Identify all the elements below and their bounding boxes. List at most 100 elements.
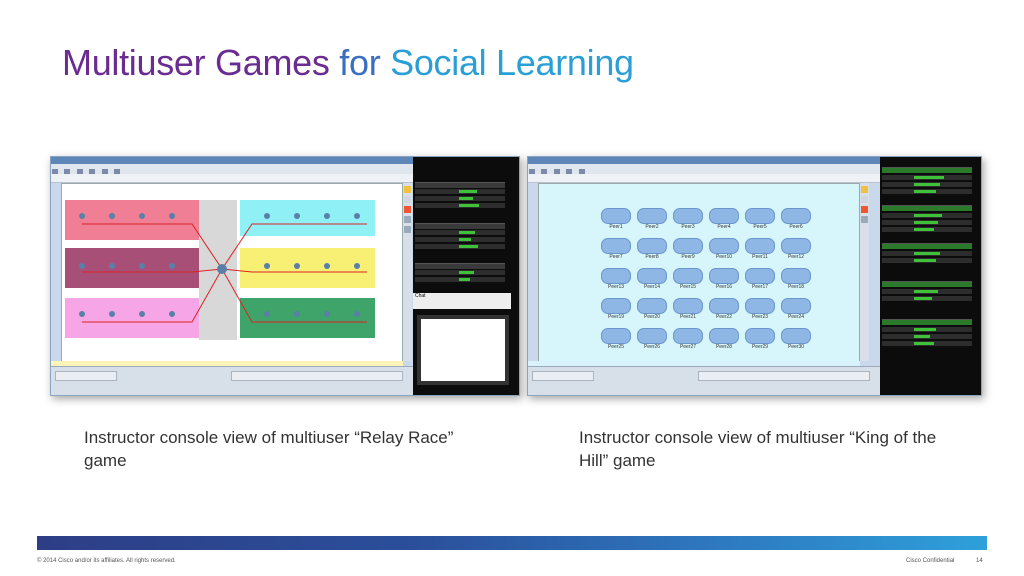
relay-race-screenshot: Chat bbox=[50, 156, 520, 396]
peer-cloud-icon[interactable] bbox=[601, 328, 631, 344]
select-tool-icon[interactable] bbox=[861, 186, 868, 193]
zoom-tool-icon[interactable] bbox=[404, 226, 411, 233]
device-bottom-bar bbox=[528, 366, 880, 395]
peer-label: Peer10 bbox=[715, 254, 733, 260]
caption-relay-race: Instructor console view of multiuser “Re… bbox=[84, 428, 454, 470]
peer-cloud-icon[interactable] bbox=[709, 328, 739, 344]
toolbar-icon bbox=[114, 169, 121, 175]
peer-cloud-icon[interactable] bbox=[745, 268, 775, 284]
peer-label: Peer8 bbox=[645, 254, 659, 260]
inspect-tool-icon[interactable] bbox=[404, 216, 411, 223]
peer-label: Peer7 bbox=[609, 254, 623, 260]
peer-cloud-icon[interactable] bbox=[673, 298, 703, 314]
peer-cloud-icon[interactable] bbox=[673, 268, 703, 284]
zone-cyan bbox=[240, 200, 375, 236]
toolbar-icon bbox=[578, 169, 585, 175]
peer-cloud-icon[interactable] bbox=[637, 298, 667, 314]
chat-label: Chat bbox=[413, 293, 511, 309]
team-status-panel bbox=[880, 157, 981, 395]
status-strip bbox=[51, 361, 403, 366]
move-tool-icon[interactable] bbox=[404, 196, 411, 203]
peer-label: Peer26 bbox=[643, 344, 661, 350]
logical-workspace bbox=[61, 183, 403, 363]
peer-cloud-icon[interactable] bbox=[673, 328, 703, 344]
peer-cloud-icon[interactable] bbox=[781, 208, 811, 224]
peer-label: Peer1 bbox=[609, 224, 623, 230]
device-category-bar[interactable] bbox=[532, 371, 594, 381]
peer-label: Peer15 bbox=[679, 284, 697, 290]
slide-title: Multiuser Games for Social Learning bbox=[62, 42, 634, 84]
peer-cloud-icon[interactable] bbox=[673, 238, 703, 254]
pdu-list-bar[interactable] bbox=[698, 371, 870, 381]
peer-label: Peer29 bbox=[751, 344, 769, 350]
peer-cloud-icon[interactable] bbox=[781, 268, 811, 284]
confidential-label: Cisco Confidential bbox=[906, 558, 955, 564]
inspect-tool-icon[interactable] bbox=[861, 216, 868, 223]
peer-label: Peer19 bbox=[607, 314, 625, 320]
peer-cloud-icon[interactable] bbox=[709, 268, 739, 284]
device-bottom-bar bbox=[51, 366, 413, 395]
peer-cloud-icon[interactable] bbox=[709, 238, 739, 254]
chat-box[interactable] bbox=[417, 315, 509, 385]
title-part-2: for bbox=[339, 42, 381, 83]
peer-cloud-icon[interactable] bbox=[709, 208, 739, 224]
peer-cloud-icon[interactable] bbox=[637, 208, 667, 224]
peer-label: Peer3 bbox=[681, 224, 695, 230]
toolbar-icon bbox=[566, 169, 573, 175]
peer-cloud-icon[interactable] bbox=[745, 208, 775, 224]
peer-cloud-icon[interactable] bbox=[781, 328, 811, 344]
delete-tool-icon[interactable] bbox=[404, 206, 411, 213]
peer-cloud-icon[interactable] bbox=[637, 268, 667, 284]
delete-tool-icon[interactable] bbox=[861, 206, 868, 213]
peer-cloud-icon[interactable] bbox=[709, 298, 739, 314]
peer-cloud-icon[interactable] bbox=[673, 208, 703, 224]
team-header bbox=[882, 205, 972, 211]
team-header bbox=[882, 281, 972, 287]
toolbar-icon bbox=[52, 169, 58, 175]
zone-yellow bbox=[240, 248, 375, 288]
network-devices bbox=[79, 213, 360, 317]
device-category-bar[interactable] bbox=[55, 371, 117, 381]
relay-topology bbox=[65, 200, 375, 340]
move-tool-icon[interactable] bbox=[861, 196, 868, 203]
peer-cloud-icon[interactable] bbox=[637, 238, 667, 254]
status-strip bbox=[528, 361, 860, 366]
pdu-list-bar[interactable] bbox=[231, 371, 403, 381]
peer-label: Peer9 bbox=[681, 254, 695, 260]
toolbar-icon bbox=[529, 169, 535, 175]
peer-cloud-icon[interactable] bbox=[601, 268, 631, 284]
team-status-panel: Chat bbox=[413, 157, 519, 395]
zone-magenta bbox=[65, 248, 199, 288]
logical-toolbar bbox=[528, 174, 981, 183]
peer-label: Peer21 bbox=[679, 314, 697, 320]
peer-label: Peer22 bbox=[715, 314, 733, 320]
peer-cloud-icon[interactable] bbox=[601, 208, 631, 224]
toolbar-icon bbox=[553, 169, 560, 175]
peer-label: Peer24 bbox=[787, 314, 805, 320]
peer-label: Peer30 bbox=[787, 344, 805, 350]
peer-cloud-icon[interactable] bbox=[781, 238, 811, 254]
peer-cloud-icon[interactable] bbox=[745, 328, 775, 344]
peer-cloud-icon[interactable] bbox=[781, 298, 811, 314]
select-tool-icon[interactable] bbox=[404, 186, 411, 193]
title-part-1: Multiuser Games bbox=[62, 42, 330, 83]
peer-cloud-icon[interactable] bbox=[745, 298, 775, 314]
tool-sidebar bbox=[403, 183, 412, 361]
team-header bbox=[882, 319, 972, 325]
peer-cloud-icon[interactable] bbox=[745, 238, 775, 254]
peer-label: Peer4 bbox=[717, 224, 731, 230]
peer-label: Peer11 bbox=[752, 254, 768, 260]
peer-label: Peer18 bbox=[787, 284, 805, 290]
peer-label: Peer2 bbox=[645, 224, 659, 230]
peer-cloud-icon[interactable] bbox=[601, 298, 631, 314]
peer-cloud-icon[interactable] bbox=[601, 238, 631, 254]
toolbar-icon bbox=[76, 169, 83, 175]
window-titlebar bbox=[51, 157, 519, 164]
peer-cloud-icon[interactable] bbox=[637, 328, 667, 344]
title-part-3: Social Learning bbox=[390, 42, 634, 83]
tool-sidebar bbox=[860, 183, 869, 361]
copyright-notice: © 2014 Cisco and/or its affiliates. All … bbox=[37, 558, 176, 564]
peer-label: Peer25 bbox=[607, 344, 625, 350]
